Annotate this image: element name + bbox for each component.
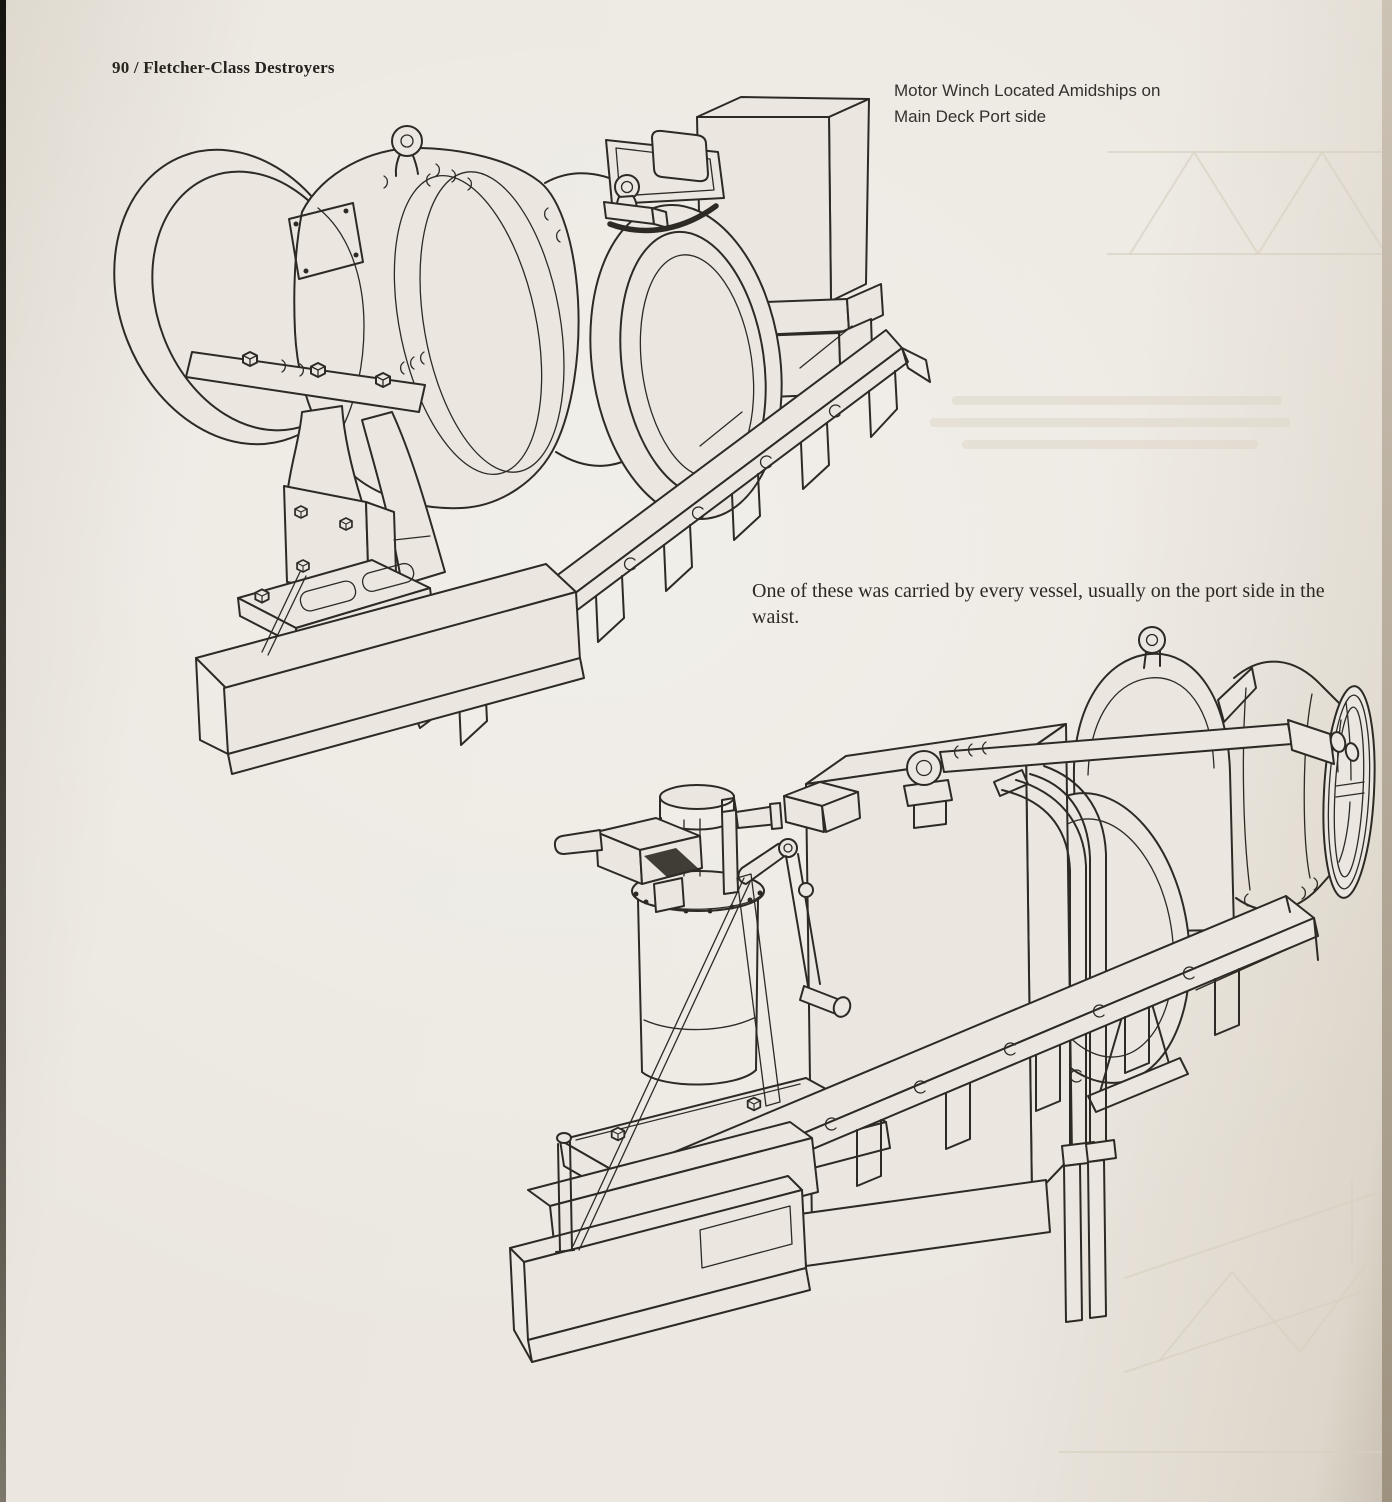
- tiller-rod: [572, 877, 751, 1251]
- mounting-pedestal-base: [195, 559, 585, 775]
- crank-lever: [736, 838, 852, 1107]
- brake-gear-assembly: [603, 129, 725, 234]
- warping-drum: [1233, 660, 1376, 912]
- lifting-eyebolt: [383, 125, 431, 189]
- figure-caption-line2: Main Deck Port side: [894, 107, 1047, 126]
- page-header: 90 / Fletcher-Class Destroyers: [112, 58, 335, 77]
- inspection-plate: [288, 202, 364, 280]
- hydraulic-hoses: [993, 765, 1117, 1167]
- body-caption-line2: waist.: [752, 606, 800, 628]
- brake-release-arm: [903, 719, 1360, 829]
- body-caption: One of these was carried by every vessel…: [752, 578, 1325, 630]
- step-platform: [509, 1121, 819, 1363]
- figure-caption: Motor Winch Located Amidships on Main De…: [894, 78, 1160, 130]
- motor-foot-flange: [185, 351, 426, 413]
- figure-caption-line1: Motor Winch Located Amidships on: [894, 81, 1161, 100]
- body-caption-line1: One of these was carried by every vessel…: [752, 580, 1325, 602]
- lower-winch-illustration: [509, 626, 1376, 1363]
- page-bleedthrough-upper: [930, 151, 1391, 449]
- upper-winch-illustration: [113, 96, 931, 775]
- photo-edge-right: [1382, 0, 1392, 1502]
- photo-edge-left: [0, 0, 6, 1502]
- drain-pipes: [1063, 1159, 1107, 1323]
- page-bleedthrough-lower: [1059, 1179, 1392, 1453]
